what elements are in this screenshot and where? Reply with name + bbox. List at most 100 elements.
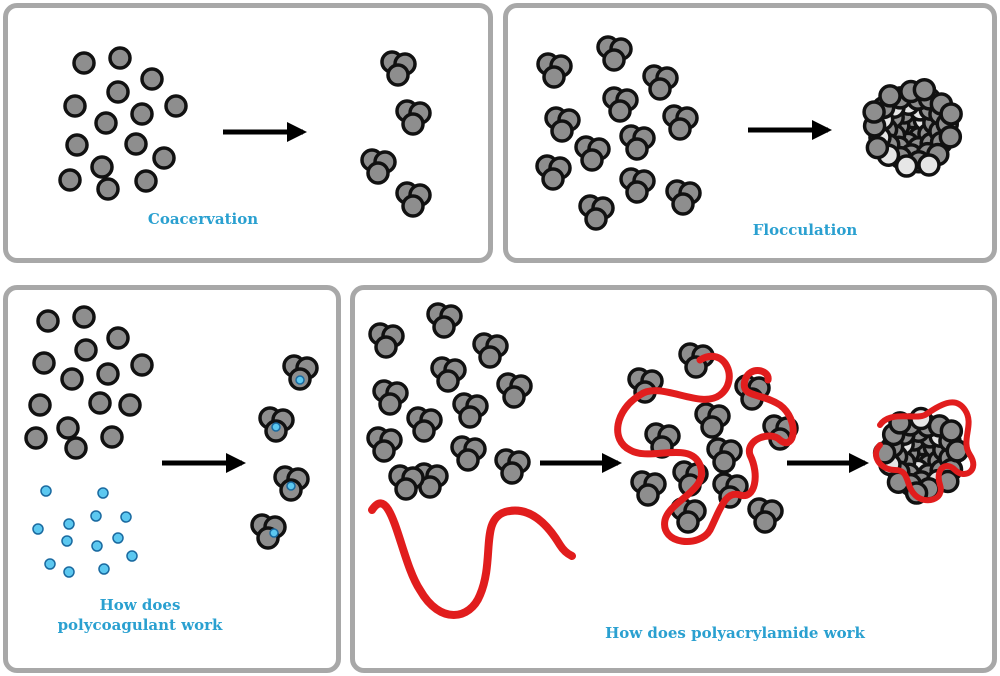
particle-floc	[912, 77, 937, 102]
particle-single	[72, 305, 96, 329]
particle-cluster	[753, 510, 777, 534]
particle-single	[124, 132, 148, 156]
particle-single	[24, 426, 48, 450]
particle-single	[63, 94, 87, 118]
particle-single	[72, 51, 96, 75]
particle-cluster	[671, 192, 695, 216]
particle-cluster	[458, 405, 482, 429]
coagulant-ion	[61, 535, 73, 547]
particle-cluster	[550, 119, 574, 143]
coagulant-ion	[286, 481, 296, 491]
coagulant-ion	[98, 563, 110, 575]
particle-cluster	[625, 137, 649, 161]
particle-floc	[894, 154, 919, 178]
particle-cluster	[378, 392, 402, 416]
particle-cluster	[580, 148, 604, 172]
particle-cluster	[386, 63, 410, 87]
coagulant-ion	[44, 558, 56, 570]
particle-cluster	[456, 448, 480, 472]
coagulant-ion	[63, 566, 75, 578]
particle-cluster	[648, 77, 672, 101]
particle-single	[56, 416, 80, 440]
polymer-chain-free	[368, 499, 576, 619]
particle-single	[88, 391, 112, 415]
coagulant-ion	[90, 510, 102, 522]
particle-single	[96, 362, 120, 386]
coagulant-ion	[269, 528, 279, 538]
particle-single	[96, 177, 120, 201]
coagulant-ion	[271, 422, 281, 432]
particle-floc	[862, 100, 886, 124]
coagulant-ion	[126, 550, 138, 562]
polymer-chains-wrapping	[614, 352, 977, 545]
coagulant-ion	[295, 375, 305, 385]
particle-cluster	[541, 167, 565, 191]
coagulant-ion	[120, 511, 132, 523]
label-polycoagulant-line-2: polycoagulant work	[57, 616, 223, 634]
coagulant-ion	[97, 487, 109, 499]
particle-cluster	[436, 369, 460, 393]
particle-single	[32, 351, 56, 375]
particle-cluster	[500, 461, 524, 485]
coagulant-ion	[63, 518, 75, 530]
particle-cluster	[366, 161, 390, 185]
coagulant-ions	[32, 375, 305, 578]
particle-cluster	[401, 112, 425, 136]
label-flocculation: Flocculation	[752, 221, 858, 239]
coagulant-ion	[91, 540, 103, 552]
particle-cluster	[700, 415, 724, 439]
arrows-layer	[162, 120, 869, 473]
particle-floc	[939, 419, 964, 443]
particle-floc	[865, 135, 890, 160]
coagulant-ion	[40, 485, 52, 497]
polymer-chain-wrapping-compact	[873, 399, 977, 504]
particle-single	[106, 326, 130, 350]
particle-single	[108, 46, 132, 70]
particle-single	[164, 94, 188, 118]
polymer-chain-wrapping-floc	[614, 352, 797, 545]
particle-cluster	[394, 477, 418, 501]
particle-single	[106, 80, 130, 104]
particle-cluster	[602, 48, 626, 72]
particle-cluster	[584, 207, 608, 231]
particle-floc	[938, 125, 963, 149]
particle-single	[74, 338, 98, 362]
particle-cluster	[636, 483, 660, 507]
label-polyacrylamide: How does polyacrylamide work	[605, 624, 865, 642]
label-coacervation: Coacervation	[147, 210, 259, 228]
particle-cluster	[668, 117, 692, 141]
particle-single	[130, 353, 154, 377]
particle-cluster	[478, 345, 502, 369]
particle-cluster	[372, 439, 396, 463]
particle-floc	[878, 84, 902, 108]
particle-floc	[917, 153, 941, 177]
particle-cluster	[542, 65, 566, 89]
particle-cluster	[608, 99, 632, 123]
particle-single	[64, 436, 88, 460]
coagulant-ion	[112, 532, 124, 544]
particle-single	[36, 309, 60, 333]
particle-cluster	[712, 450, 736, 474]
particle-single	[130, 102, 154, 126]
particle-single	[100, 425, 124, 449]
particle-single	[28, 393, 52, 417]
particle-cluster	[374, 335, 398, 359]
particle-cluster	[412, 419, 436, 443]
particle-single	[118, 393, 142, 417]
label-polycoagulant-line-1: How does	[99, 596, 181, 614]
coagulant-ion	[32, 523, 44, 535]
polymer-chains	[368, 499, 576, 619]
particles-layer	[24, 35, 970, 550]
particle-single	[94, 111, 118, 135]
particle-cluster	[676, 510, 700, 534]
particle-single	[134, 169, 158, 193]
particle-cluster	[502, 385, 526, 409]
particle-cluster	[625, 180, 649, 204]
particle-single	[60, 367, 84, 391]
particle-floc	[939, 102, 963, 126]
particle-single	[58, 168, 82, 192]
particle-cluster	[432, 315, 456, 339]
particle-single	[90, 155, 114, 179]
particle-single	[152, 146, 176, 170]
